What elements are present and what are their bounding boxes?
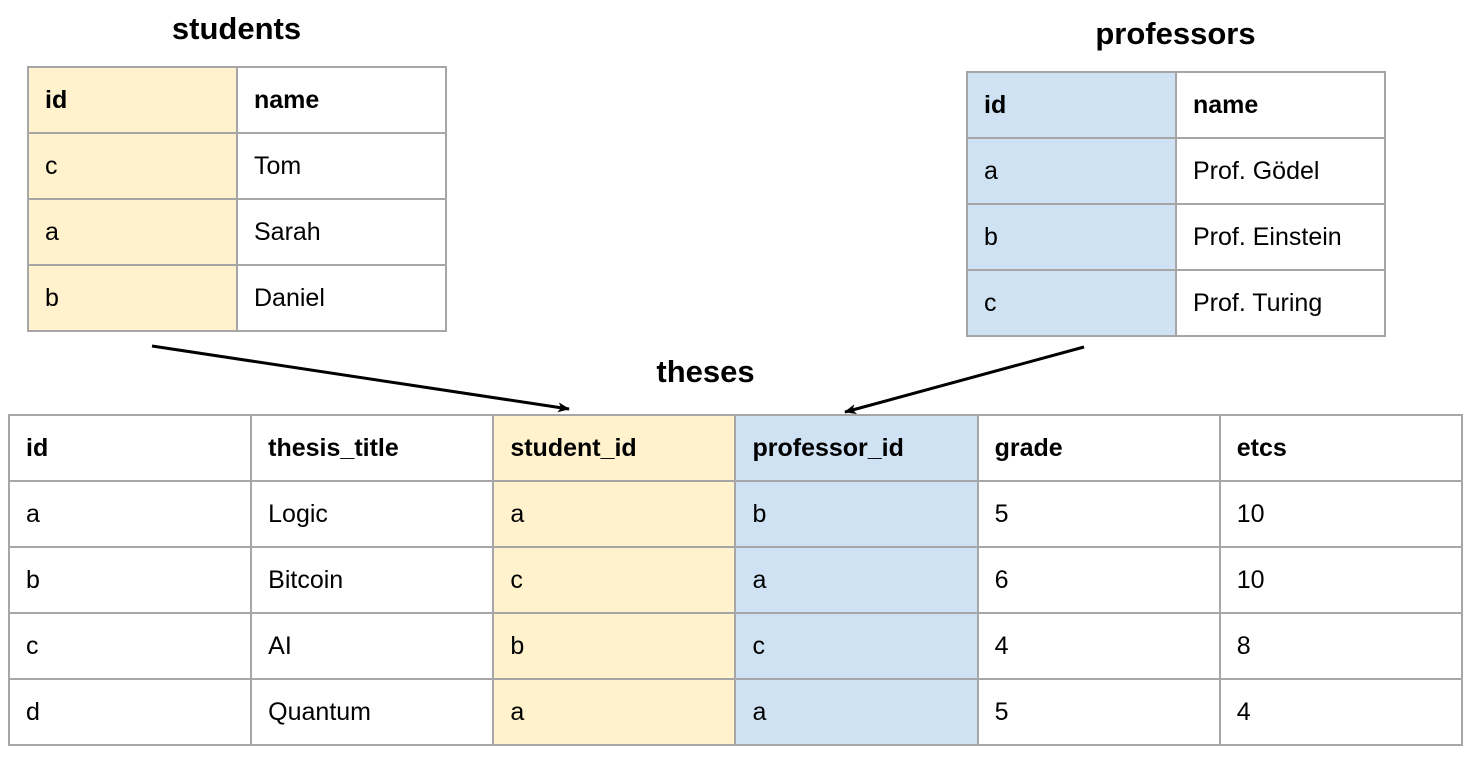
- table-cell: Bitcoin: [250, 546, 495, 614]
- table-cell: Tom: [236, 132, 447, 200]
- table-cell: a: [734, 546, 979, 614]
- table-cell: a: [27, 198, 238, 266]
- header-cell-id: id: [7, 414, 253, 482]
- table-header-row: id thesis_title student_id professor_id …: [7, 414, 1464, 482]
- table-row: a Logic a b 5 10: [7, 480, 1464, 548]
- header-cell-professor-id: professor_id: [734, 414, 979, 482]
- header-cell-id: id: [27, 66, 238, 134]
- table-row: b Prof. Einstein: [966, 203, 1386, 271]
- table-cell: Logic: [250, 480, 495, 548]
- table-cell: AI: [250, 612, 495, 680]
- table-row: c AI b c 4 8: [7, 612, 1464, 680]
- table-cell: 5: [976, 480, 1221, 548]
- table-cell: b: [7, 546, 253, 614]
- table-cell: Quantum: [250, 678, 495, 746]
- table-cell: a: [734, 678, 979, 746]
- header-cell-grade: grade: [976, 414, 1221, 482]
- table-cell: Prof. Einstein: [1175, 203, 1386, 271]
- table-cell: c: [492, 546, 737, 614]
- table-row: c Tom: [27, 132, 447, 200]
- header-cell-id: id: [966, 71, 1177, 139]
- table-row: a Prof. Gödel: [966, 137, 1386, 205]
- table-cell: Sarah: [236, 198, 447, 266]
- table-cell: c: [966, 269, 1177, 337]
- table-cell: Prof. Turing: [1175, 269, 1386, 337]
- students-table: id name c Tom a Sarah b Daniel: [27, 66, 447, 332]
- table-cell: c: [7, 612, 253, 680]
- table-header-row: id name: [27, 66, 447, 134]
- student-foreign-key-arrow: [151, 344, 570, 413]
- table-cell: 4: [976, 612, 1221, 680]
- table-cell: b: [966, 203, 1177, 271]
- table-cell: 5: [976, 678, 1221, 746]
- table-cell: 8: [1218, 612, 1464, 680]
- header-cell-student-id: student_id: [492, 414, 737, 482]
- table-cell: c: [27, 132, 238, 200]
- table-header-row: id name: [966, 71, 1386, 139]
- theses-table-title: theses: [656, 354, 755, 389]
- table-cell: 4: [1218, 678, 1464, 746]
- table-cell: 10: [1218, 480, 1464, 548]
- table-cell: c: [734, 612, 979, 680]
- table-cell: a: [492, 480, 737, 548]
- table-row: d Quantum a a 5 4: [7, 678, 1464, 746]
- table-row: c Prof. Turing: [966, 269, 1386, 337]
- table-cell: d: [7, 678, 253, 746]
- table-cell: b: [734, 480, 979, 548]
- table-row: b Daniel: [27, 264, 447, 332]
- table-cell: b: [492, 612, 737, 680]
- table-cell: Prof. Gödel: [1175, 137, 1386, 205]
- header-cell-etcs: etcs: [1218, 414, 1464, 482]
- table-cell: 6: [976, 546, 1221, 614]
- table-cell: a: [492, 678, 737, 746]
- table-row: a Sarah: [27, 198, 447, 266]
- table-cell: 10: [1218, 546, 1464, 614]
- professors-table-title: professors: [1095, 16, 1256, 51]
- table-cell: b: [27, 264, 238, 332]
- professor-foreign-key-arrow: [844, 345, 1085, 414]
- header-cell-name: name: [1175, 71, 1386, 139]
- header-cell-name: name: [236, 66, 447, 134]
- table-cell: a: [966, 137, 1177, 205]
- theses-table: id thesis_title student_id professor_id …: [7, 414, 1464, 746]
- header-cell-thesis-title: thesis_title: [250, 414, 495, 482]
- professors-table: id name a Prof. Gödel b Prof. Einstein c…: [966, 71, 1386, 337]
- students-table-title: students: [171, 11, 302, 46]
- table-row: b Bitcoin c a 6 10: [7, 546, 1464, 614]
- table-cell: a: [7, 480, 253, 548]
- table-cell: Daniel: [236, 264, 447, 332]
